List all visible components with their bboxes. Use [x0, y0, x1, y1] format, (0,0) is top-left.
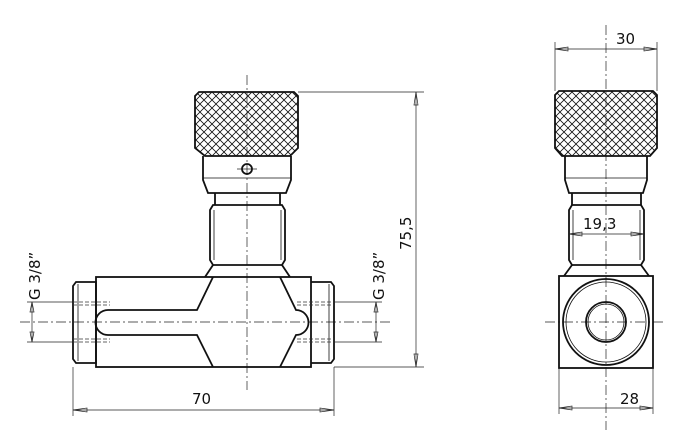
front-view	[20, 75, 392, 390]
port-bore	[585, 301, 627, 343]
collar	[202, 156, 292, 194]
thread-width-label: 19,3	[583, 215, 616, 233]
left-port-cap	[72, 281, 97, 364]
threaded-stem	[209, 204, 286, 266]
port-outer-ring	[562, 278, 650, 366]
side-body	[558, 275, 654, 369]
side-dimensions: 30 19,3 28	[554, 30, 658, 414]
knob-width-label: 30	[616, 30, 635, 48]
left-flow-slot	[94, 276, 214, 368]
hidden-thread-lines	[73, 301, 334, 343]
right-port-thread-label: G 3/8”	[370, 252, 388, 300]
overall-height-label: 75,5	[397, 217, 415, 250]
side-view	[545, 25, 665, 430]
body-width-label: 28	[620, 390, 639, 408]
overall-length-label: 70	[192, 390, 211, 408]
side-collar	[564, 156, 648, 194]
right-flow-slot	[279, 276, 310, 368]
side-threaded-stem	[568, 204, 645, 266]
right-port-cap	[311, 281, 335, 364]
front-dimensions: G 3/8” G 3/8” 75,5 70	[26, 91, 424, 416]
neck	[214, 193, 281, 205]
left-port-thread-label: G 3/8”	[26, 252, 44, 300]
side-knurled-knob	[554, 90, 658, 157]
knurled-knob	[194, 91, 299, 157]
